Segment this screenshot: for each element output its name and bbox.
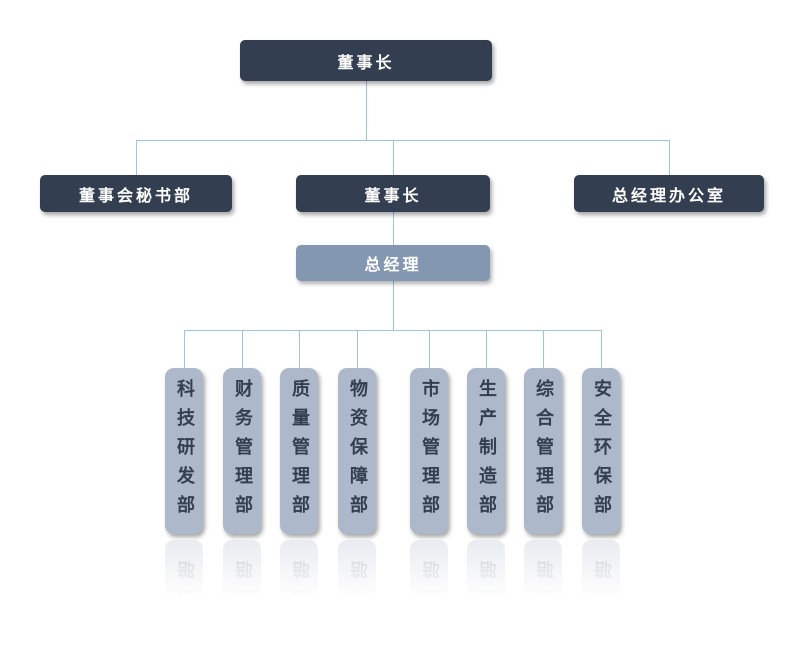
connector-stub-chairman bbox=[393, 140, 394, 175]
node-board-secretary: 董事会秘书部 bbox=[40, 175, 232, 212]
connector-stub-dept-7 bbox=[543, 330, 544, 368]
node-department-7-label: 综合管理部 bbox=[533, 378, 554, 524]
node-department-3-label: 质量管理部 bbox=[289, 378, 310, 524]
node-department-1: 科技研发部 bbox=[165, 368, 203, 534]
node-chairman-mid-label: 董事长 bbox=[364, 185, 422, 205]
department-6-reflection: 生产制造部 bbox=[467, 540, 505, 608]
reflection-label: 综合管理部 bbox=[530, 551, 556, 609]
department-3-reflection: 质量管理部 bbox=[280, 540, 318, 608]
department-4-reflection: 物资保障部 bbox=[338, 540, 376, 608]
connector-stub-dept-5 bbox=[429, 330, 430, 368]
node-gm-office-label: 总经理办公室 bbox=[611, 185, 726, 205]
node-department-4: 物资保障部 bbox=[338, 368, 376, 534]
reflection-label: 市场管理部 bbox=[416, 551, 442, 609]
node-department-4-label: 物资保障部 bbox=[347, 378, 368, 524]
node-department-7: 综合管理部 bbox=[524, 368, 562, 534]
node-department-6: 生产制造部 bbox=[467, 368, 505, 534]
node-chairman-top: 董事长 bbox=[240, 40, 492, 81]
node-department-8: 安全环保部 bbox=[582, 368, 620, 534]
connector-stub-dept-3 bbox=[299, 330, 300, 368]
connector-stub-dept-8 bbox=[601, 330, 602, 368]
connector-stub-secretary bbox=[136, 140, 137, 175]
node-gm-office: 总经理办公室 bbox=[574, 175, 764, 212]
department-5-reflection: 市场管理部 bbox=[410, 540, 448, 608]
node-chairman-top-label: 董事长 bbox=[337, 52, 395, 72]
connector-stub-gm-office bbox=[669, 140, 670, 175]
reflection-label: 财务管理部 bbox=[229, 551, 255, 609]
connector-top-vertical bbox=[366, 81, 367, 140]
node-department-5: 市场管理部 bbox=[410, 368, 448, 534]
node-department-6-label: 生产制造部 bbox=[476, 378, 497, 524]
connector-chairman-to-gm bbox=[393, 212, 394, 245]
reflection-label: 科技研发部 bbox=[171, 551, 197, 609]
node-chairman-mid: 董事长 bbox=[296, 175, 490, 212]
connector-gm-vertical bbox=[393, 281, 394, 330]
department-2-reflection: 财务管理部 bbox=[223, 540, 261, 608]
node-general-manager: 总经理 bbox=[296, 245, 490, 281]
node-general-manager-label: 总经理 bbox=[364, 255, 422, 274]
node-board-secretary-label: 董事会秘书部 bbox=[78, 185, 193, 205]
connector-stub-dept-1 bbox=[184, 330, 185, 368]
reflection-label: 生产制造部 bbox=[473, 551, 499, 609]
reflection-label: 安全环保部 bbox=[588, 551, 614, 609]
node-department-2-label: 财务管理部 bbox=[232, 378, 253, 524]
reflection-label: 物资保障部 bbox=[344, 551, 370, 609]
connector-stub-dept-2 bbox=[242, 330, 243, 368]
department-8-reflection: 安全环保部 bbox=[582, 540, 620, 608]
connector-level2-horizontal bbox=[136, 140, 670, 141]
node-department-8-label: 安全环保部 bbox=[591, 378, 612, 524]
connector-stub-dept-4 bbox=[357, 330, 358, 368]
reflection-label: 质量管理部 bbox=[286, 551, 312, 609]
node-department-3: 质量管理部 bbox=[280, 368, 318, 534]
department-1-reflection: 科技研发部 bbox=[165, 540, 203, 608]
node-department-2: 财务管理部 bbox=[223, 368, 261, 534]
connector-stub-dept-6 bbox=[486, 330, 487, 368]
department-7-reflection: 综合管理部 bbox=[524, 540, 562, 608]
node-department-5-label: 市场管理部 bbox=[419, 378, 440, 524]
connector-departments-horizontal bbox=[184, 330, 602, 331]
node-department-1-label: 科技研发部 bbox=[174, 378, 195, 524]
